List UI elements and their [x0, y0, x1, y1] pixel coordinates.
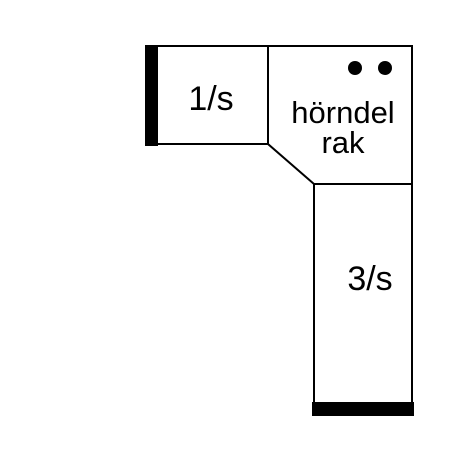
indicator-dot-1	[348, 61, 362, 75]
armrest-left	[145, 45, 158, 146]
module-left-label: 1/s	[188, 80, 233, 118]
module-corner: hörndel rak	[267, 45, 413, 185]
module-bottom: 3/s	[313, 183, 413, 407]
indicator-dot-2	[378, 61, 392, 75]
module-bottom-label: 3/s	[347, 260, 392, 298]
module-corner-label-line1: hörndel	[291, 95, 394, 130]
module-bottom-outline	[313, 183, 413, 407]
module-left: 1/s	[151, 45, 269, 145]
module-corner-label-line2: rak	[321, 125, 365, 160]
armrest-bottom	[312, 402, 414, 416]
module-left-outline	[151, 45, 269, 145]
